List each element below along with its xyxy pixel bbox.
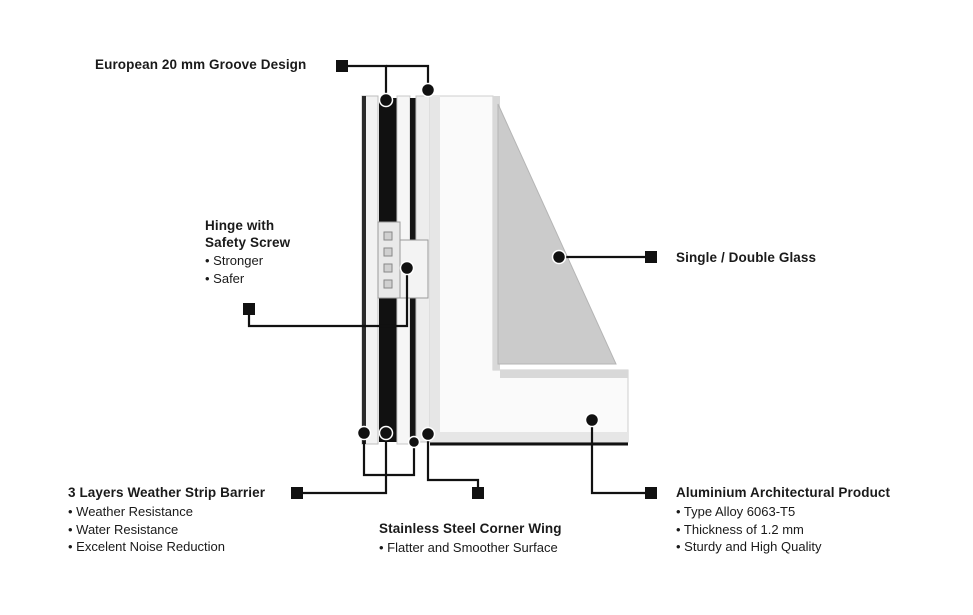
hinge-callout: Hinge with Safety Screw • Stronger • Saf… bbox=[205, 218, 290, 287]
leader-dots bbox=[356, 82, 600, 449]
weather-dot-1 bbox=[356, 425, 372, 441]
corner-dot bbox=[420, 426, 436, 442]
weather-callout: 3 Layers Weather Strip Barrier • Weather… bbox=[68, 485, 265, 556]
hinge-bullet: • Stronger bbox=[205, 253, 264, 268]
corner-title: Stainless Steel Corner Wing bbox=[379, 521, 562, 536]
weather-bullet: • Water Resistance bbox=[68, 521, 179, 537]
glass-title: Single / Double Glass bbox=[676, 250, 817, 265]
aluminium-bullet: • Type Alloy 6063-T5 bbox=[676, 504, 796, 519]
aluminium-square bbox=[645, 487, 657, 499]
corner-square bbox=[472, 487, 484, 499]
aluminium-title: Aluminium Architectural Product bbox=[676, 485, 891, 500]
sash-frame bbox=[429, 95, 629, 446]
aluminium-leader bbox=[590, 420, 651, 495]
aluminium-bullet: • Thickness of 1.2 mm bbox=[676, 521, 804, 537]
hinge-title-line1: Hinge with bbox=[205, 218, 275, 233]
hinge-bullets: • Stronger • Safer bbox=[205, 252, 290, 287]
weather-title: 3 Layers Weather Strip Barrier bbox=[68, 485, 266, 500]
corner-leader bbox=[426, 434, 480, 493]
corner-bullet: • Flatter and Smoother Surface bbox=[379, 540, 558, 555]
weather-bullet: • Weather Resistance bbox=[68, 504, 193, 519]
weather-bullet: • Excelent Noise Reduction bbox=[68, 539, 226, 554]
hinge-title-line2: Safety Screw bbox=[205, 235, 291, 250]
glass-square bbox=[645, 251, 657, 263]
hinge-leader bbox=[247, 268, 409, 328]
groove-square bbox=[336, 60, 348, 72]
aluminium-callout: Aluminium Architectural Product • Type A… bbox=[676, 485, 890, 556]
weather-square bbox=[291, 487, 303, 499]
weather-dot-3 bbox=[407, 435, 421, 449]
glass-dot bbox=[551, 249, 567, 265]
leader-end-squares bbox=[243, 60, 657, 499]
aluminium-bullets: • Type Alloy 6063-T5 • Thickness of 1.2 … bbox=[676, 503, 890, 556]
hinge-square bbox=[243, 303, 255, 315]
aluminium-bullet: • Sturdy and High Quality bbox=[676, 539, 822, 554]
glass-pane bbox=[497, 103, 617, 365]
groove-leader bbox=[342, 64, 388, 100]
groove-title: European 20 mm Groove Design bbox=[95, 57, 307, 72]
corner-callout: Stainless Steel Corner Wing • Flatter an… bbox=[379, 521, 562, 557]
groove-dot-1 bbox=[378, 92, 394, 108]
weather-dot-2 bbox=[378, 425, 394, 441]
weather-leader-2 bbox=[362, 434, 416, 477]
weather-leader bbox=[297, 434, 388, 495]
corner-bullets: • Flatter and Smoother Surface bbox=[379, 539, 562, 557]
aluminium-dot bbox=[584, 412, 600, 428]
hinge-dot bbox=[399, 260, 415, 276]
groove-leader-2 bbox=[386, 64, 430, 90]
leader-lines bbox=[247, 64, 651, 495]
weather-bullets: • Weather Resistance • Water Resistance … bbox=[68, 503, 265, 556]
hinge-bullet: • Safer bbox=[205, 270, 245, 286]
groove-dot-2 bbox=[420, 82, 436, 98]
